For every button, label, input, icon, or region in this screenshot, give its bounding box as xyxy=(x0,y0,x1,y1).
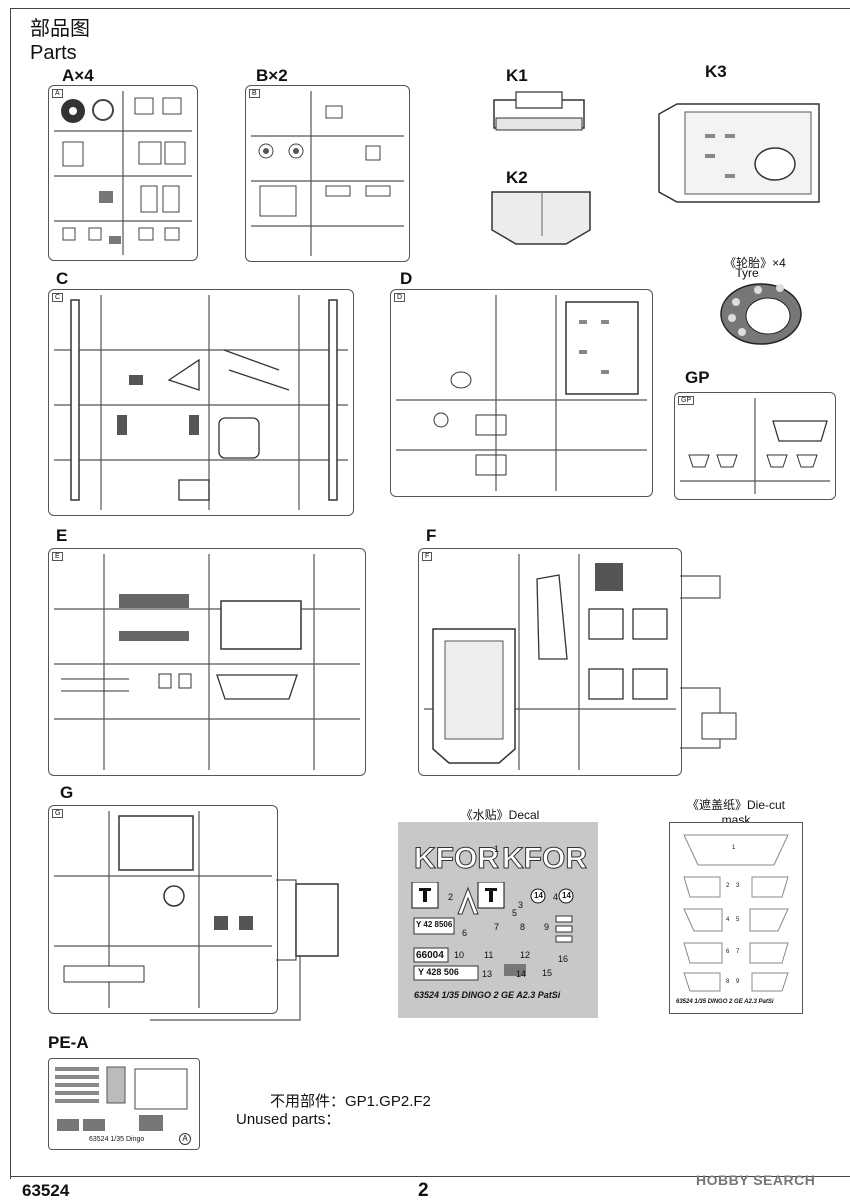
decal-caption: 《水贴》Decal xyxy=(460,808,540,822)
mask-num-9: 9 xyxy=(736,979,740,985)
decal-num-2: 2 xyxy=(448,892,454,902)
sprue-gp: GP xyxy=(674,392,836,500)
decal-num-1: 1 xyxy=(494,844,500,854)
title-cn: 部品图 xyxy=(30,18,90,40)
decal-sheet: KFOR KFOR Y 42 8506 66004 Y 428 506 14 1… xyxy=(398,822,598,1018)
sprue-g-extension xyxy=(150,879,339,1021)
pe-footer: 63524 1/35 Dingo xyxy=(89,1136,145,1143)
sprue-a-label: A×4 xyxy=(62,66,94,85)
mask-shapes xyxy=(683,834,789,992)
sprue-k1-label: K1 xyxy=(506,66,528,85)
sprue-gp-tab: GP xyxy=(678,396,695,405)
decal-badge-1: 14 xyxy=(534,891,543,900)
sprue-b: B xyxy=(245,85,410,262)
sprue-d-label: D xyxy=(400,269,413,288)
sprue-g-parts xyxy=(54,811,272,1008)
page-frame xyxy=(10,8,850,1179)
part-k1 xyxy=(493,91,585,131)
sprue-f: F xyxy=(418,548,682,776)
mask-num-5: 5 xyxy=(736,917,740,923)
sprue-e: E xyxy=(48,548,366,776)
sprue-gp-label: GP xyxy=(685,368,710,387)
sprue-e-tab: E xyxy=(52,552,63,561)
tyre-label-en: Tyre xyxy=(735,266,759,280)
decal-kfor-2: KFOR xyxy=(502,842,588,876)
page-number: 2 xyxy=(418,1180,429,1201)
sprue-a-tab: A xyxy=(52,89,63,98)
decal-num-3: 3 xyxy=(518,900,524,910)
sprue-c-label: C xyxy=(56,269,69,288)
sprue-g-tab: G xyxy=(52,809,64,818)
decal-num-12: 12 xyxy=(520,950,531,960)
sprue-d-parts xyxy=(396,295,647,491)
mask-num-8: 8 xyxy=(726,979,730,985)
pe-fret: 63524 1/35 Dingo A xyxy=(48,1058,200,1150)
mask-num-6: 6 xyxy=(726,949,730,955)
page-code: 63524 xyxy=(22,1181,70,1200)
decal-num-8: 8 xyxy=(520,922,526,932)
decal-graphics xyxy=(411,882,574,981)
decal-num-13: 13 xyxy=(482,969,493,979)
decal-num-9: 9 xyxy=(544,922,550,932)
pe-marker: A xyxy=(179,1133,191,1145)
decal-badge-2: 14 xyxy=(562,891,571,900)
footer-rule xyxy=(10,1176,850,1177)
decal-num-15: 15 xyxy=(542,968,553,978)
sprue-f-label: F xyxy=(426,526,437,545)
decal-plate-3: Y 428 506 xyxy=(418,967,459,977)
sprue-f-parts xyxy=(424,554,676,770)
sprue-gp-parts xyxy=(680,398,830,494)
decal-num-6: 6 xyxy=(462,928,468,938)
decal-plate-2: 66004 xyxy=(416,950,444,961)
decal-num-11: 11 xyxy=(484,950,494,960)
decal-plate-1: Y 42 8506 xyxy=(416,920,453,929)
decal-num-7: 7 xyxy=(494,922,500,932)
tyre-icon xyxy=(720,283,802,345)
mask-num-2: 2 xyxy=(726,883,730,889)
sprue-a-parts xyxy=(54,91,192,255)
sprue-b-tab: B xyxy=(249,89,260,98)
decal-num-4: 4 xyxy=(553,892,559,902)
watermark: HOBBY SEARCH xyxy=(696,1172,816,1188)
mask-num-7: 7 xyxy=(736,949,740,955)
decal-num-5: 5 xyxy=(512,908,518,918)
unused-parts-en: Unused parts： xyxy=(236,1111,341,1128)
sprue-c-tab: C xyxy=(52,293,64,302)
sprue-g-label: G xyxy=(60,783,74,802)
decal-num-10: 10 xyxy=(454,950,465,960)
mask-sheet: 1 2 3 4 5 6 7 8 9 63524 1/35 DINGO 2 GE … xyxy=(669,822,803,1014)
sprue-b-parts xyxy=(251,91,404,256)
sprue-a: A xyxy=(48,85,198,261)
sprue-c: C xyxy=(48,289,354,516)
decal-num-14: 14 xyxy=(516,969,527,979)
sprue-f-tab: F xyxy=(422,552,433,561)
mask-num-1: 1 xyxy=(732,845,736,851)
sprue-k3-label: K3 xyxy=(705,62,727,81)
tyre-label-cn: 《轮胎》×4 xyxy=(724,256,786,270)
sprue-c-parts xyxy=(54,295,348,510)
unused-parts-cn: 不用部件：GP1.GP2.F2 xyxy=(270,1093,431,1110)
sprue-d: D xyxy=(390,289,653,497)
sprue-pea-label: PE-A xyxy=(48,1033,89,1052)
sprue-k2-label: K2 xyxy=(506,168,528,187)
sprue-e-parts xyxy=(54,554,360,770)
title-en: Parts xyxy=(30,42,77,64)
mask-num-3: 3 xyxy=(736,883,740,889)
part-k2 xyxy=(491,191,591,245)
mask-num-4: 4 xyxy=(726,917,730,923)
sprue-f-extension xyxy=(680,575,737,749)
sprue-d-tab: D xyxy=(394,293,406,302)
mask-footer: 63524 1/35 DINGO 2 GE A2.3 PatSi xyxy=(676,999,774,1005)
sprue-b-label: B×2 xyxy=(256,66,288,85)
decal-kfor-1: KFOR xyxy=(414,842,500,876)
sprue-g: G xyxy=(48,805,278,1014)
decal-num-16: 16 xyxy=(558,954,569,964)
part-k3 xyxy=(658,103,820,203)
pe-parts xyxy=(55,1066,188,1131)
sprue-e-label: E xyxy=(56,526,68,545)
decal-footer: 63524 1/35 DINGO 2 GE A2.3 PatSi xyxy=(414,990,561,1000)
